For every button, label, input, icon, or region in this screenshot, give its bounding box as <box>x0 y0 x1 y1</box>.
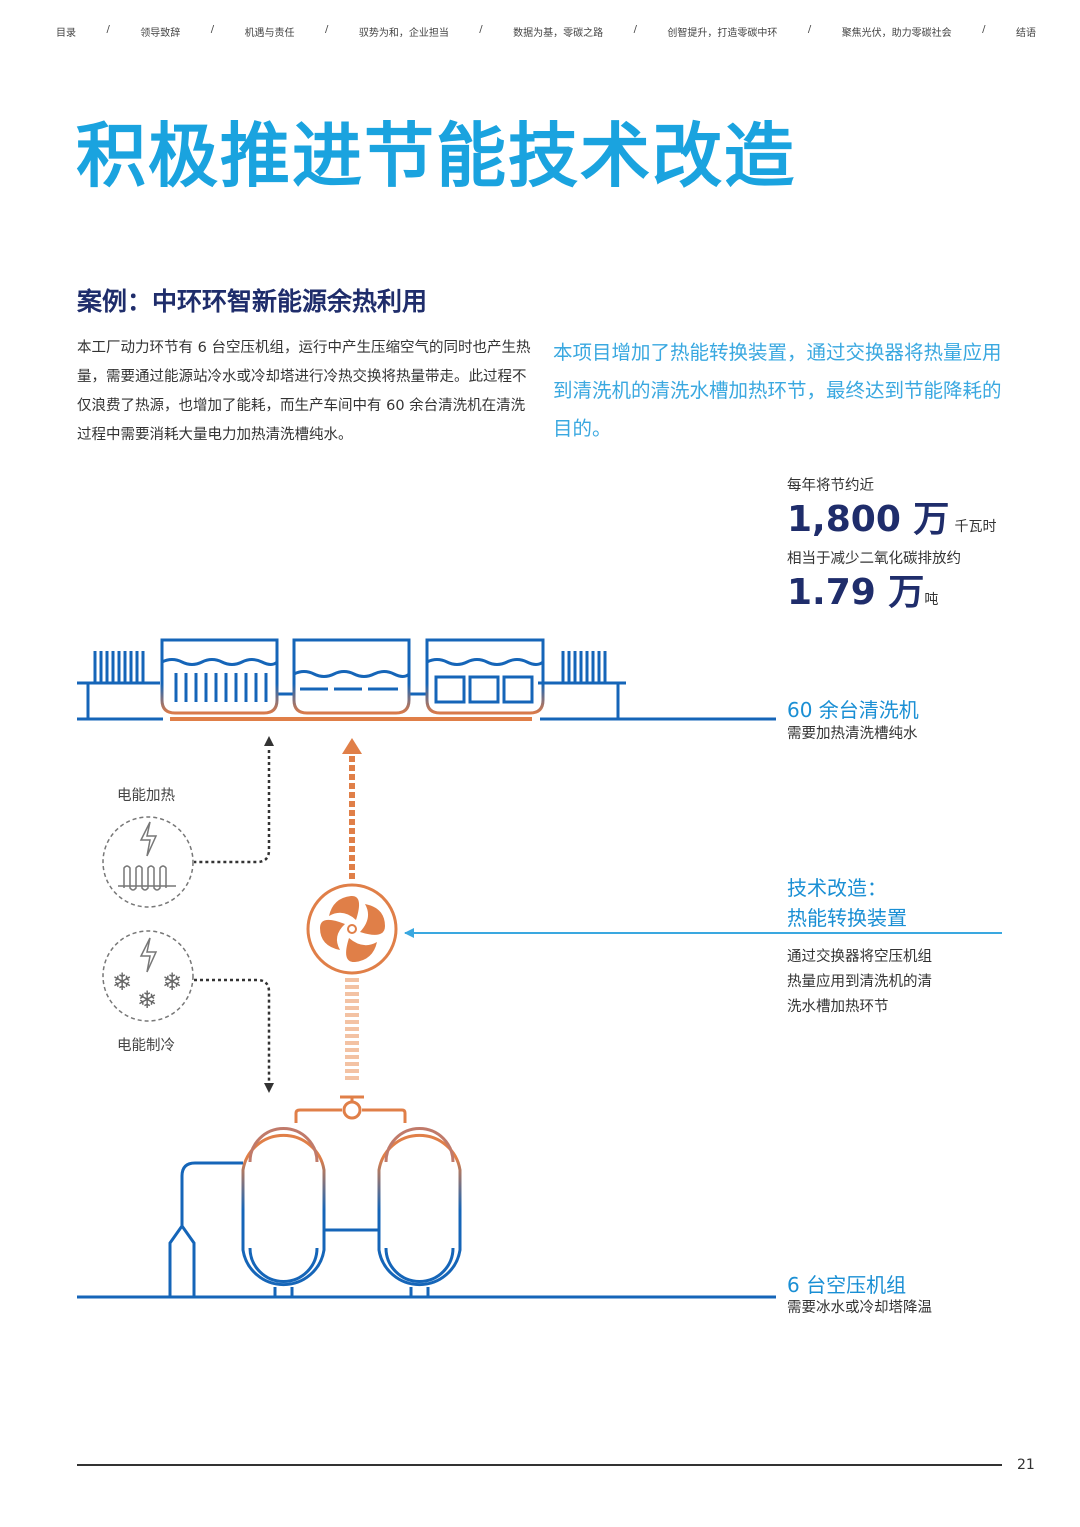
highlight-quote: 本项目增加了热能转换装置，通过交换器将热量应用到清洗机的清洗水槽加热环节，最终达… <box>553 341 1002 440</box>
arrow-down-icon <box>264 1083 274 1093</box>
footer-divider <box>77 1464 1002 1466</box>
snowflake-icon: ❄ <box>112 968 132 996</box>
electric-cooling-icon <box>102 930 194 1022</box>
stat-unit: 吨 <box>924 592 939 608</box>
nav-item[interactable]: 目录 <box>56 28 76 39</box>
stat-number: 1,800 万 <box>787 499 950 540</box>
washers-desc: 需要加热清洗槽纯水 <box>787 726 918 742</box>
electric-heating-icon <box>102 816 194 908</box>
arrow-up-icon <box>264 736 274 746</box>
nav-item[interactable]: 领导致辞 <box>140 28 181 39</box>
nav-separator: / <box>633 24 637 35</box>
nav-separator: / <box>325 24 329 35</box>
tech-desc-line: 洗水槽加热环节 <box>787 999 889 1015</box>
electric-cooling-label: 电能制冷 <box>117 1038 175 1054</box>
nav-item[interactable]: 机遇与责任 <box>244 28 295 39</box>
nav-item[interactable]: 驭势为和，企业担当 <box>358 28 449 39</box>
stat-number: 1.79 万 <box>787 572 925 613</box>
snowflake-icon: ❄ <box>162 968 182 996</box>
nav-item[interactable]: 聚焦光伏，助力零碳社会 <box>841 28 952 39</box>
tech-desc-line: 热量应用到清洗机的清 <box>787 974 932 990</box>
compressor-group <box>77 1095 776 1299</box>
body-text: 本工厂动力环节有 6 台空压机组，运行中产生压缩空气的同时也产生热量，需要通过能… <box>77 340 531 443</box>
nav-separator: / <box>807 24 812 35</box>
electric-heating-label: 电能加热 <box>117 788 175 804</box>
page-number: 21 <box>1017 1457 1035 1473</box>
tech-subtitle: 热能转换装置 <box>787 906 907 930</box>
case-title: 案例：中环环智新能源余热利用 <box>77 287 428 316</box>
washer-line <box>77 638 776 721</box>
washers-title: 60 余台清洗机 <box>787 698 919 722</box>
compressors-desc: 需要冰水或冷却塔降温 <box>787 1300 932 1316</box>
nav-separator: / <box>479 24 483 35</box>
nav-separator: / <box>982 24 986 35</box>
stat-label: 相当于减少二氧化碳排放约 <box>787 551 961 567</box>
arrow-up-icon <box>342 738 362 754</box>
dotted-connectors <box>194 750 271 1085</box>
top-navigation: 目录 / 领导致辞 / 机遇与责任 / 驭势为和，企业担当 / 数据为基，零碳之路 / 创… <box>56 24 1036 39</box>
snowflake-icon: ❄ <box>137 986 157 1014</box>
stat-unit: 千瓦时 <box>954 519 997 535</box>
stat-label: 每年将节约近 <box>787 478 874 494</box>
arrow-left-icon <box>404 928 414 938</box>
nav-separator: / <box>106 24 110 35</box>
page-title: 积极推进节能技术改造 <box>76 115 796 197</box>
stat-value: 1.79 万吨 <box>787 563 938 615</box>
heat-exchanger-fan-icon <box>306 883 398 975</box>
nav-separator: / <box>210 24 215 35</box>
nav-item[interactable]: 结语 <box>1015 28 1036 39</box>
tech-title: 技术改造： <box>787 876 887 900</box>
tech-desc-line: 通过交换器将空压机组 <box>787 949 932 965</box>
nav-item[interactable]: 创智提升，打造零碳中环 <box>667 28 778 39</box>
nav-item[interactable]: 数据为基，零碳之路 <box>513 28 604 39</box>
compressors-title: 6 台空压机组 <box>787 1273 907 1297</box>
stat-value: 1,800 万 千瓦时 <box>787 490 997 542</box>
tech-desc: 通过交换器将空压机组 热量应用到清洗机的清 洗水槽加热环节 <box>787 945 932 1020</box>
